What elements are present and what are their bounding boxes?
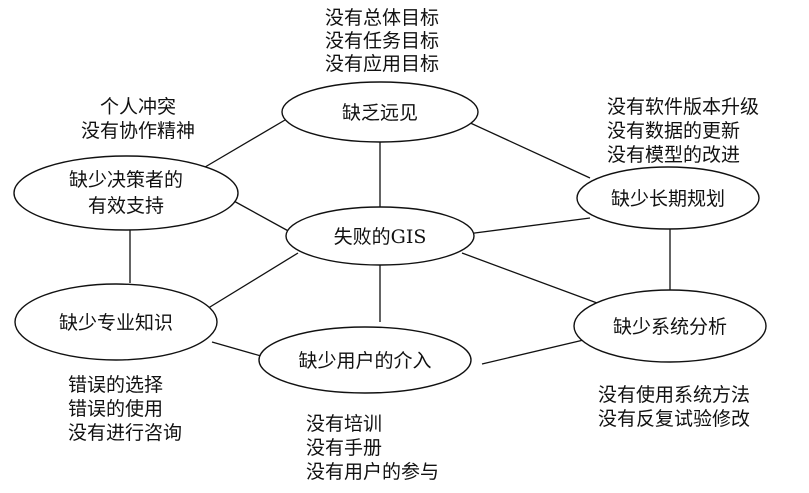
edge-vision-decision (199, 119, 286, 171)
note-line: 没有数据的更新 (607, 120, 740, 142)
node-analysis-shape (573, 289, 767, 363)
note-line: 没有使用系统方法 (598, 384, 750, 406)
notes-knowledge: 错误的选择 错误的使用 没有进行咨询 (68, 374, 182, 444)
notes-planning: 没有软件版本升级 没有数据的更新 没有模型的改进 (607, 96, 759, 166)
node-planning-label: 缺少长期规划 (611, 188, 725, 210)
node-knowledge: 缺少专业知识 (14, 283, 218, 361)
note-line: 错误的选择 (68, 374, 163, 396)
notes-vision: 没有总体目标 没有任务目标 没有应用目标 (325, 7, 439, 75)
node-decision-label-line2: 有效支持 (88, 195, 164, 217)
note-line: 没有模型的改进 (607, 144, 740, 166)
node-users-shape (258, 326, 472, 394)
node-users-label: 缺少用户的介入 (298, 350, 431, 372)
node-analysis: 缺少系统分析 (573, 289, 767, 363)
node-decision-label-line1: 缺少决策者的 (69, 169, 183, 191)
node-users: 缺少用户的介入 (258, 326, 472, 394)
note-line: 没有协作精神 (81, 120, 195, 142)
node-planning-shape (576, 166, 760, 230)
node-knowledge-shape (14, 283, 218, 361)
note-line: 没有进行咨询 (68, 422, 182, 444)
edge-vision-planning (465, 120, 591, 179)
note-line: 个人冲突 (100, 96, 176, 118)
notes-users: 没有培训 没有手册 没有用户的参与 (306, 413, 439, 483)
notes-decision: 个人冲突 没有协作精神 (81, 96, 195, 142)
edge-users-analysis (481, 337, 593, 365)
node-center-shape (285, 206, 475, 266)
node-decision-shape (13, 155, 239, 231)
note-line: 没有软件版本升级 (607, 96, 759, 118)
edge-center-analysis (461, 252, 617, 311)
note-line: 没有反复试验修改 (598, 408, 750, 430)
node-knowledge-label: 缺少专业知识 (59, 312, 173, 334)
note-line: 没有用户的参与 (306, 461, 439, 483)
node-center: 失败的GIS (285, 206, 475, 266)
edge-knowledge-users (211, 341, 269, 359)
node-center-label: 失败的GIS (334, 226, 427, 248)
note-line: 没有总体目标 (325, 7, 439, 29)
edge-center-planning (466, 217, 591, 235)
node-analysis-label: 缺少系统分析 (613, 316, 727, 338)
notes-analysis: 没有使用系统方法 没有反复试验修改 (598, 384, 750, 430)
edges (129, 119, 671, 365)
node-decision: 缺少决策者的 有效支持 (13, 155, 239, 231)
note-line: 没有任务目标 (325, 30, 439, 52)
note-line: 没有培训 (306, 413, 382, 435)
node-planning: 缺少长期规划 (576, 166, 760, 230)
node-vision-shape (281, 81, 479, 143)
edge-decision-center (231, 199, 293, 234)
note-line: 没有应用目标 (325, 53, 439, 75)
node-vision-label: 缺乏远见 (342, 102, 418, 124)
node-vision: 缺乏远见 (281, 81, 479, 143)
note-line: 没有手册 (306, 437, 382, 459)
note-line: 错误的使用 (68, 398, 163, 420)
